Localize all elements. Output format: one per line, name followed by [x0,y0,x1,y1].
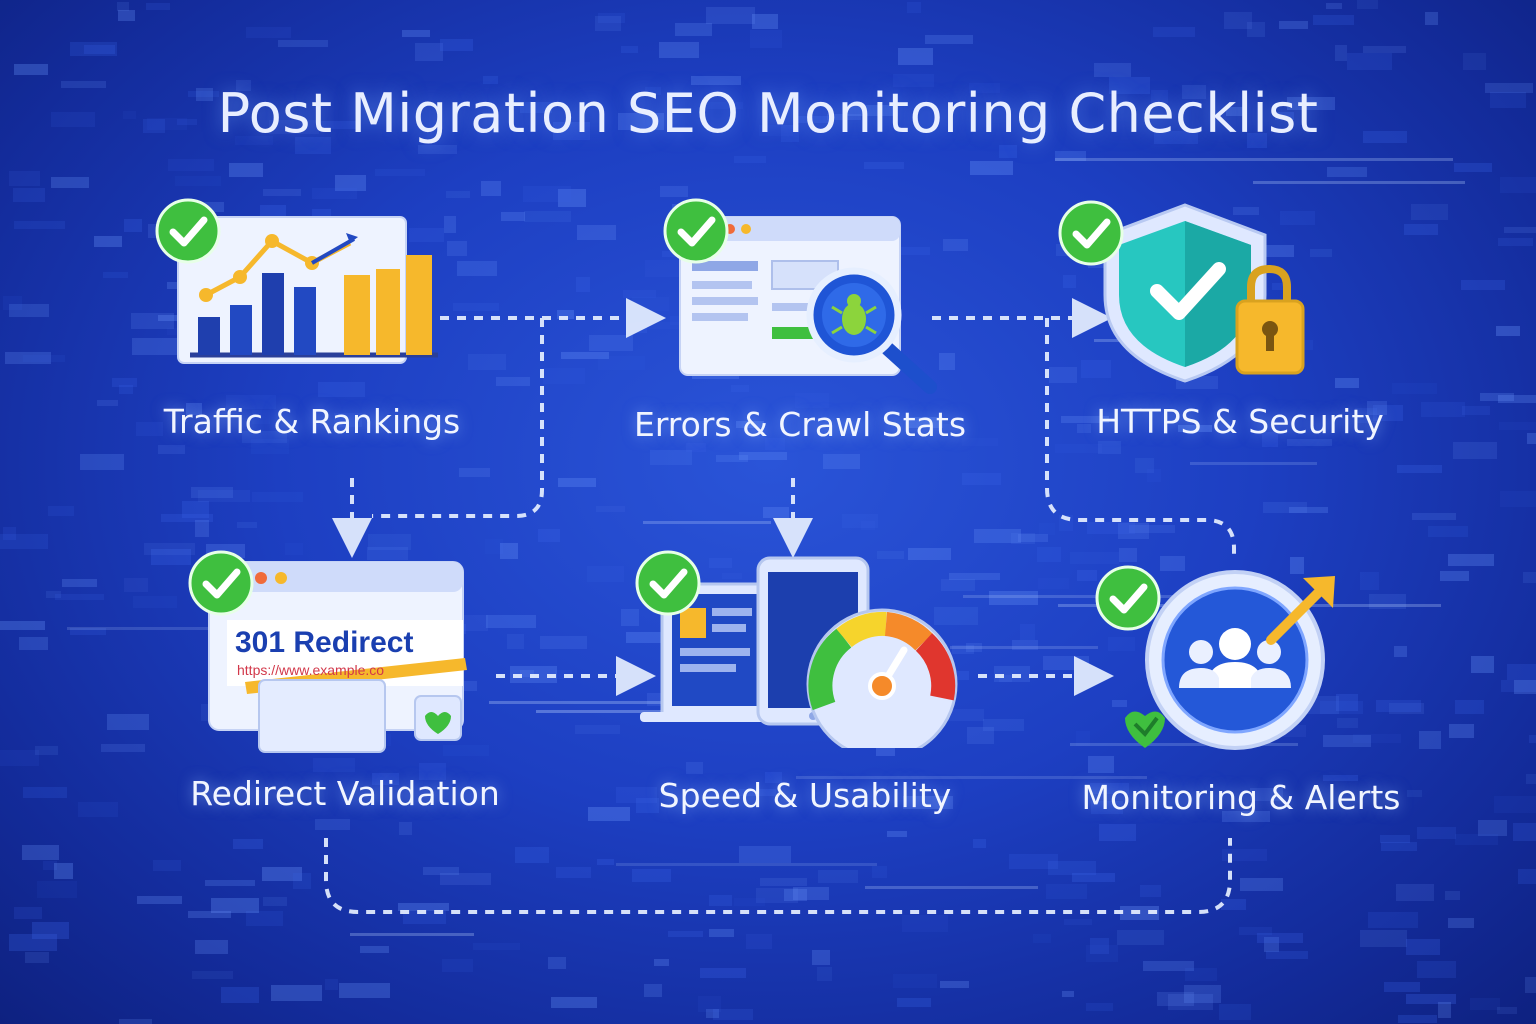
label-speed-usability: Speed & Usability [658,776,952,815]
check-badge-icon [1095,565,1161,631]
devices-speed-gauge-icon [640,556,958,748]
step-https-security [1055,195,1315,385]
arrow-https-to-monitoring [1045,318,1236,556]
arrow-branch-to-redirect [372,318,544,518]
step-speed-usability [632,548,962,748]
page-title: Post Migration SEO Monitoring Checklist [217,82,1319,145]
label-errors-crawl: Errors & Crawl Stats [633,405,967,444]
redirect-browser-icon [208,561,467,753]
label-monitoring-alerts: Monitoring & Alerts [1081,778,1401,817]
label-traffic-rankings: Traffic & Rankings [163,402,461,441]
step-monitoring-alerts [1095,560,1345,760]
check-badge-icon [188,550,254,616]
step-errors-crawl [660,195,950,395]
crawl-browser-icon [679,216,937,394]
check-badge-icon [155,198,221,264]
step-redirect-validation: 301 Redirect https://www.example.co [185,548,485,758]
monitoring-users-icon [1125,570,1335,750]
bar-chart-icon [177,216,438,364]
check-badge-icon [663,198,729,264]
redirect-card-title: 301 Redirect [235,626,414,659]
step-traffic-rankings [150,195,450,375]
check-badge-icon [1058,200,1124,266]
redirect-url-text: https://www.example.co [237,662,385,678]
loop-back-connector [324,838,1232,914]
check-badge-icon [635,550,701,616]
label-https-security: HTTPS & Security [1096,402,1384,441]
shield-lock-icon [1103,203,1305,383]
label-redirect-validation: Redirect Validation [190,774,500,813]
